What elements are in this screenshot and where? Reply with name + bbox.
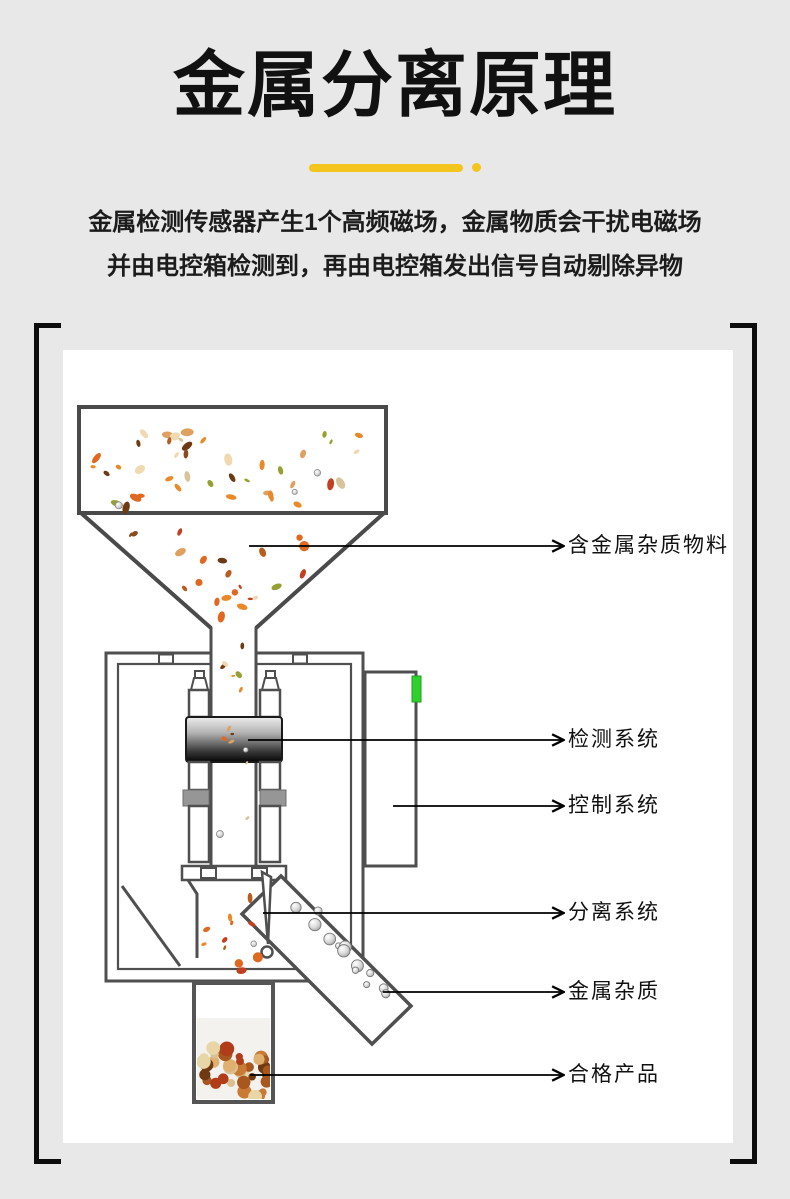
frame-left-line (34, 323, 39, 1164)
control-box (363, 670, 422, 868)
label-control-system: 控制系统 (568, 794, 660, 817)
metal-balls-in-chute (290, 901, 391, 999)
separator-flap (260, 869, 274, 959)
sensor-bolts (187, 670, 282, 719)
mixed-nuts-in-hopper (90, 428, 364, 623)
green-indicator-light (411, 675, 422, 703)
label-metal-impurity: 金属杂质 (568, 980, 660, 1003)
hopper (77, 405, 388, 630)
annotation-arrows (248, 546, 563, 1075)
label-material-in: 含金属杂质物料 (568, 534, 729, 557)
frame-right-line (752, 323, 757, 1164)
page-title: 金属分离原理 (172, 46, 617, 126)
reject-chute (239, 873, 414, 1047)
divider-bar (309, 163, 463, 172)
frame-corner-bottom-right (730, 1159, 757, 1164)
nut-pile (197, 1041, 270, 1099)
description: 金属检测传感器产生1个高频磁场，金属物质会干扰电磁场 并由电控箱检测到，再由电控… (0, 201, 790, 289)
product-bin (192, 981, 275, 1104)
label-qualified-product: 合格产品 (568, 1063, 660, 1086)
frame-corner-bottom-left (34, 1159, 61, 1164)
label-separation-system: 分离系统 (568, 901, 660, 924)
label-detection-system: 检测系统 (568, 728, 660, 751)
lower-assemblies (180, 760, 288, 882)
description-line-1: 金属检测传感器产生1个高频磁场，金属物质会干扰电磁场 (88, 209, 702, 236)
frame-corner-top-left (34, 323, 61, 328)
frame-corner-top-right (730, 323, 757, 328)
description-line-2: 并由电控箱检测到，再由电控箱发出信号自动剔除异物 (107, 253, 683, 280)
title-divider (0, 163, 790, 172)
separation-chamber (120, 879, 199, 967)
divider-dot (472, 163, 481, 172)
